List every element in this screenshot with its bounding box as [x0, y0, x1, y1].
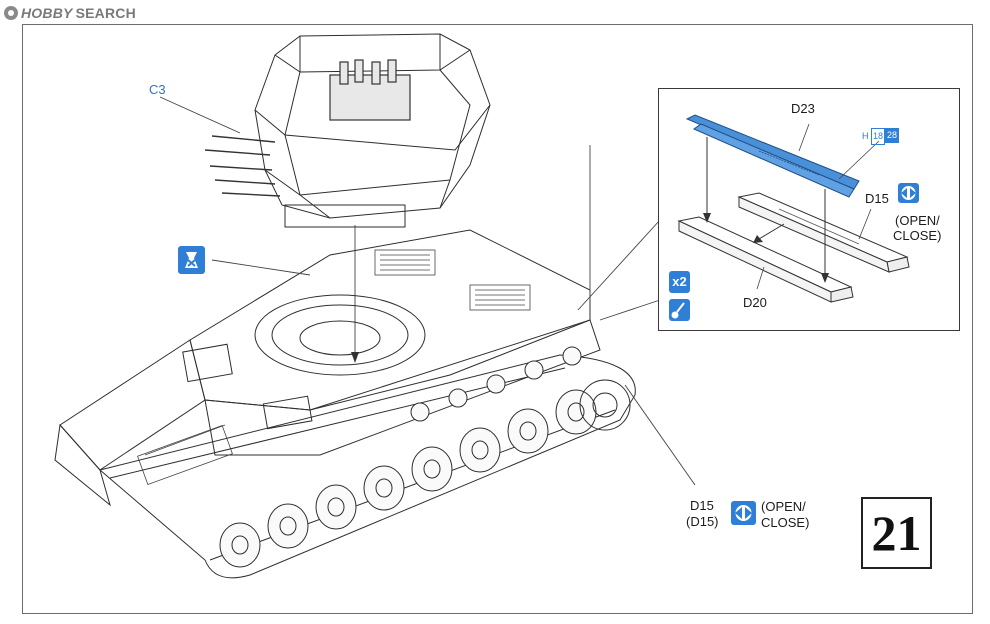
part-d15: [737, 192, 910, 273]
step-number-box: 21: [861, 497, 932, 569]
return-roller: [410, 402, 430, 422]
leader-c3: [159, 96, 241, 134]
road-wheel: [363, 465, 405, 511]
road-wheel-hub: [279, 516, 297, 536]
road-wheel-hub: [471, 440, 489, 460]
road-wheel-hub: [423, 459, 441, 479]
label-x2: x2: [672, 274, 687, 289]
label-c3: C3: [149, 82, 166, 97]
leader-cement: [211, 259, 311, 276]
paint-brush-icon: [669, 299, 690, 321]
road-wheel: [315, 484, 357, 530]
road-wheel: [411, 446, 453, 492]
part-d20: [677, 216, 854, 303]
road-wheel-hub: [375, 478, 393, 498]
road-wheel: [555, 389, 597, 435]
label-open-close-inset-2: CLOSE): [893, 228, 942, 243]
leader-inset-lower: [599, 299, 661, 321]
turret-shield-illustration: [204, 33, 491, 228]
road-wheel-hub: [567, 402, 585, 422]
road-wheel: [267, 503, 309, 549]
leader-d15-main: [624, 384, 696, 486]
watermark-brand: HOBBY: [21, 5, 73, 21]
step-number: 21: [871, 505, 922, 561]
leader-inset-upper: [577, 219, 661, 311]
label-d23: D23: [791, 101, 815, 116]
label-h-ref-prefix: H: [862, 131, 869, 141]
road-wheel: [219, 522, 261, 568]
inset-drawing: [677, 114, 910, 303]
return-roller: [486, 374, 506, 394]
label-open-close-main-2: CLOSE): [761, 515, 810, 530]
return-roller: [562, 346, 582, 366]
open-close-arrows-icon-main: [731, 501, 756, 525]
road-wheel: [459, 427, 501, 473]
label-d15-main-paren: (D15): [686, 514, 719, 529]
detail-inset: D23 H 18 28 D15 (OPEN/ CLOSE) D20 x2: [658, 88, 960, 331]
open-close-arrows-icon: [898, 183, 919, 203]
label-h-ref-a: 18: [871, 128, 886, 145]
part-d23: [685, 114, 860, 198]
road-wheel-hub: [519, 421, 537, 441]
watermark-word: SEARCH: [75, 5, 136, 21]
drive-sprocket: [579, 379, 631, 431]
repeat-x2-icon: x2: [669, 271, 690, 293]
road-wheel: [507, 408, 549, 454]
instruction-frame: [22, 24, 973, 614]
road-wheel-hub: [327, 497, 345, 517]
watermark-logo-icon: [4, 6, 18, 20]
road-wheel-hub: [231, 535, 249, 555]
watermark: HOBBY SEARCH: [4, 4, 136, 22]
label-open-close-inset-1: (OPEN/: [895, 213, 940, 228]
label-d15-main: D15: [690, 498, 714, 513]
return-roller: [448, 388, 468, 408]
road-wheels: [219, 346, 597, 568]
label-h-ref-b: 28: [885, 128, 900, 143]
label-open-close-main-1: (OPEN/: [761, 499, 806, 514]
return-roller: [524, 360, 544, 380]
label-d20: D20: [743, 295, 767, 310]
label-d15-inset: D15: [865, 191, 889, 206]
cement-apply-icon: [178, 246, 205, 274]
